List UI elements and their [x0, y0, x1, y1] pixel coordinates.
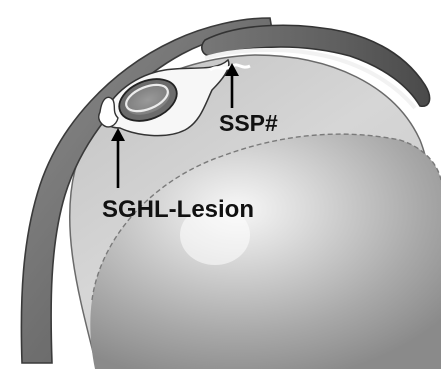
- sghl-lesion-label: SGHL-Lesion: [102, 198, 254, 222]
- ssp-label: SSP#: [219, 112, 278, 135]
